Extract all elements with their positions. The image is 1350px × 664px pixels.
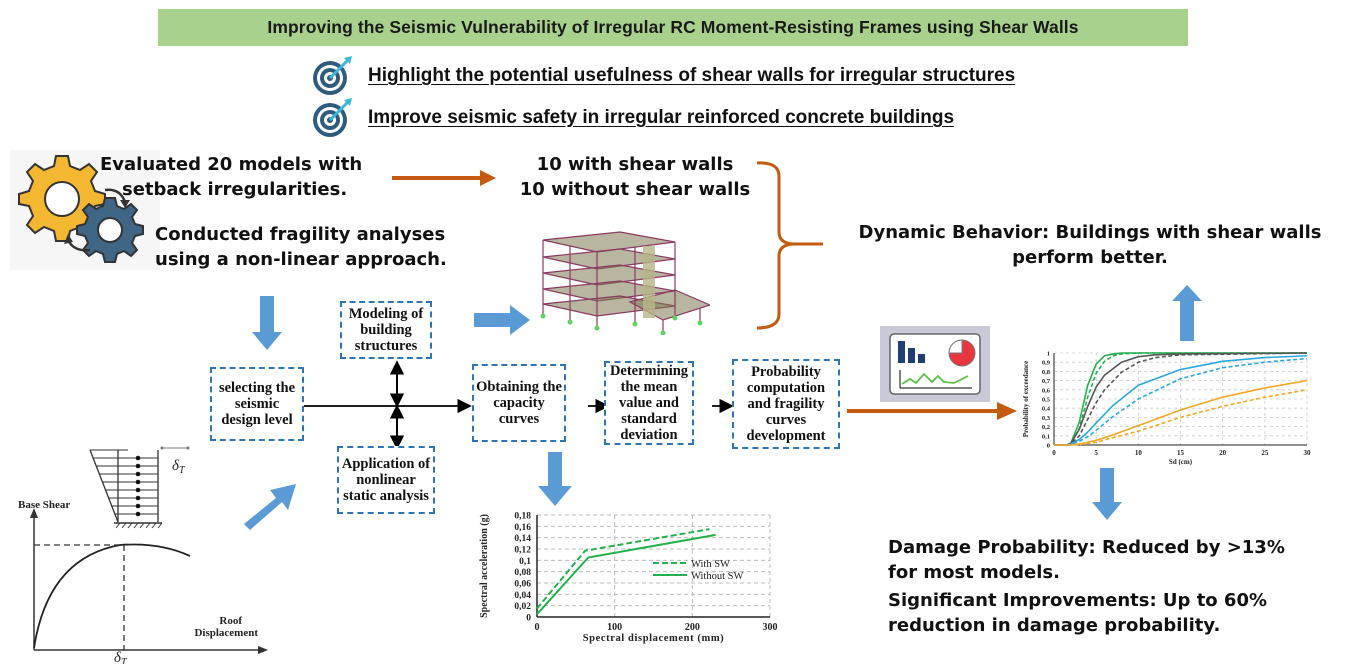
damage-result-line-3: Significant Improvements: Up to 60% xyxy=(888,590,1268,611)
blue-arrow-right xyxy=(474,305,530,335)
flow-box-mean-std: Determining the mean value and standard … xyxy=(604,361,694,445)
x-tick-label: 20 xyxy=(1219,449,1227,457)
methods-line-2: setback irregularities. xyxy=(122,179,348,200)
damage-result-line-2: for most models. xyxy=(888,562,1060,583)
blue-arrow-down-damage xyxy=(1092,468,1122,520)
flow-box-modeling: Modeling of building structures xyxy=(340,301,432,359)
x-tick-label: 300 xyxy=(763,622,778,633)
flow-box-application: Application of nonlinear static analysis xyxy=(337,446,435,514)
blue-arrow-down xyxy=(252,296,282,350)
main-title: Improving the Seismic Vulnerability of I… xyxy=(158,9,1188,46)
y-tick-label: 0,16 xyxy=(514,523,531,533)
x-tick-label: 100 xyxy=(607,622,622,633)
x-axis-label: Spectral displacement (mm) xyxy=(583,633,725,644)
x-tick-label: 30 xyxy=(1304,449,1312,457)
capacity-curves-chart: 0 0,020,040,06 0,080,10,12 0,140,160,18 0 100… xyxy=(479,512,778,645)
y-axis-label: Spectral acceleration (g) xyxy=(479,514,490,618)
x-tick-label: 10 xyxy=(1135,449,1143,457)
x-tick-label: 25 xyxy=(1261,449,1269,457)
blue-arrow-up xyxy=(1172,285,1202,341)
y-tick-label: 0,3 xyxy=(1042,415,1051,422)
y-tick-label: 0 xyxy=(1047,443,1050,450)
pushover-curve-sketch: δT Base Shear Roof Displacement δT xyxy=(18,446,268,664)
objective-text: Highlight the potential usefulness of sh… xyxy=(368,65,1016,86)
objective-2: Improve seismic safety in irregular rein… xyxy=(308,98,954,138)
y-tick-label: 1 xyxy=(1047,351,1050,358)
y-axis-label: Probability of exceedance xyxy=(1022,361,1030,437)
y-tick-label: 0 xyxy=(526,614,531,624)
y-tick-label: 0,2 xyxy=(1042,424,1050,431)
y-tick-label: 0,8 xyxy=(1042,369,1051,376)
orange-arrow-right xyxy=(392,170,496,186)
methods-line-1: Evaluated 20 models with xyxy=(100,154,363,175)
x-tick-label: 15 xyxy=(1177,449,1185,457)
y-tick-label: 0,14 xyxy=(514,534,531,544)
y-tick-label: 0,5 xyxy=(1042,397,1051,404)
objective-1: Highlight the potential usefulness of sh… xyxy=(308,56,1015,96)
dynamic-result-line-1: Dynamic Behavior: Buildings with shear w… xyxy=(858,222,1322,243)
building-model-illustration xyxy=(540,231,710,335)
x-tick-label: 0 xyxy=(1052,449,1056,457)
building-load-diagram: δT xyxy=(89,446,190,529)
legend-label: Without SW xyxy=(691,571,743,582)
target-icon xyxy=(313,98,352,137)
orange-brace xyxy=(756,161,823,330)
dynamic-result-line-2: perform better. xyxy=(1012,247,1168,268)
x-tick-label: 200 xyxy=(685,622,700,633)
damage-result-line-1: Damage Probability: Reduced by >13% xyxy=(888,537,1285,558)
damage-result-line-4: reduction in damage probability. xyxy=(888,615,1221,636)
y-tick-label: 0,08 xyxy=(514,568,531,578)
legend-label: With SW xyxy=(691,559,730,570)
models-with-sw: 10 with shear walls xyxy=(536,154,734,175)
methods-line-3: Conducted fragility analyses xyxy=(155,224,446,245)
gears-icon xyxy=(10,150,160,270)
delta-label-bottom: δT xyxy=(114,650,128,664)
blue-arrow-diagonal xyxy=(244,484,296,530)
x-tick-label: 5 xyxy=(1094,449,1098,457)
y-tick-label: 0,18 xyxy=(514,512,531,522)
series-line-with-sw xyxy=(536,528,710,610)
target-icon xyxy=(313,56,352,95)
y-tick-label: 0,02 xyxy=(514,602,531,612)
series-line-without-sw xyxy=(536,533,716,615)
flow-box-probability: Probability computation and fragility cu… xyxy=(732,359,840,449)
y-tick-label: 0,4 xyxy=(1042,406,1051,413)
orange-arrow-to-fragility xyxy=(847,402,1017,420)
y-tick-label: 0,6 xyxy=(1042,387,1051,394)
x-axis-label: Sd (cm) xyxy=(1169,458,1193,465)
series-line-orange-dashed xyxy=(1054,389,1308,446)
y-tick-label: 0,04 xyxy=(514,591,531,601)
delta-label-top: δT xyxy=(172,458,186,476)
methods-line-4: using a non-linear approach. xyxy=(155,249,447,270)
analytics-dashboard-icon xyxy=(880,326,990,402)
y-tick-label: 0,1 xyxy=(519,557,531,567)
y-tick-label: 0,9 xyxy=(1042,360,1051,367)
xlabel-displacement: Displacement xyxy=(194,627,258,639)
objective-text: Improve seismic safety in irregular rein… xyxy=(368,107,955,128)
blue-arrow-down-capacity xyxy=(538,452,572,506)
flow-box-capacity: Obtaining the capacity curves xyxy=(472,364,566,442)
flow-box-selecting: selecting the seismic design level xyxy=(210,367,304,441)
y-tick-label: 0,1 xyxy=(1042,433,1050,440)
flowchart-connectors xyxy=(302,360,734,450)
ylabel-base-shear: Base Shear xyxy=(18,499,70,511)
x-tick-label: 0 xyxy=(535,622,540,633)
y-tick-label: 0,12 xyxy=(514,546,531,556)
y-tick-label: 0,06 xyxy=(514,580,531,590)
models-without-sw: 10 without shear walls xyxy=(519,179,751,200)
xlabel-roof: Roof xyxy=(219,615,242,627)
y-tick-label: 0,7 xyxy=(1042,378,1051,385)
